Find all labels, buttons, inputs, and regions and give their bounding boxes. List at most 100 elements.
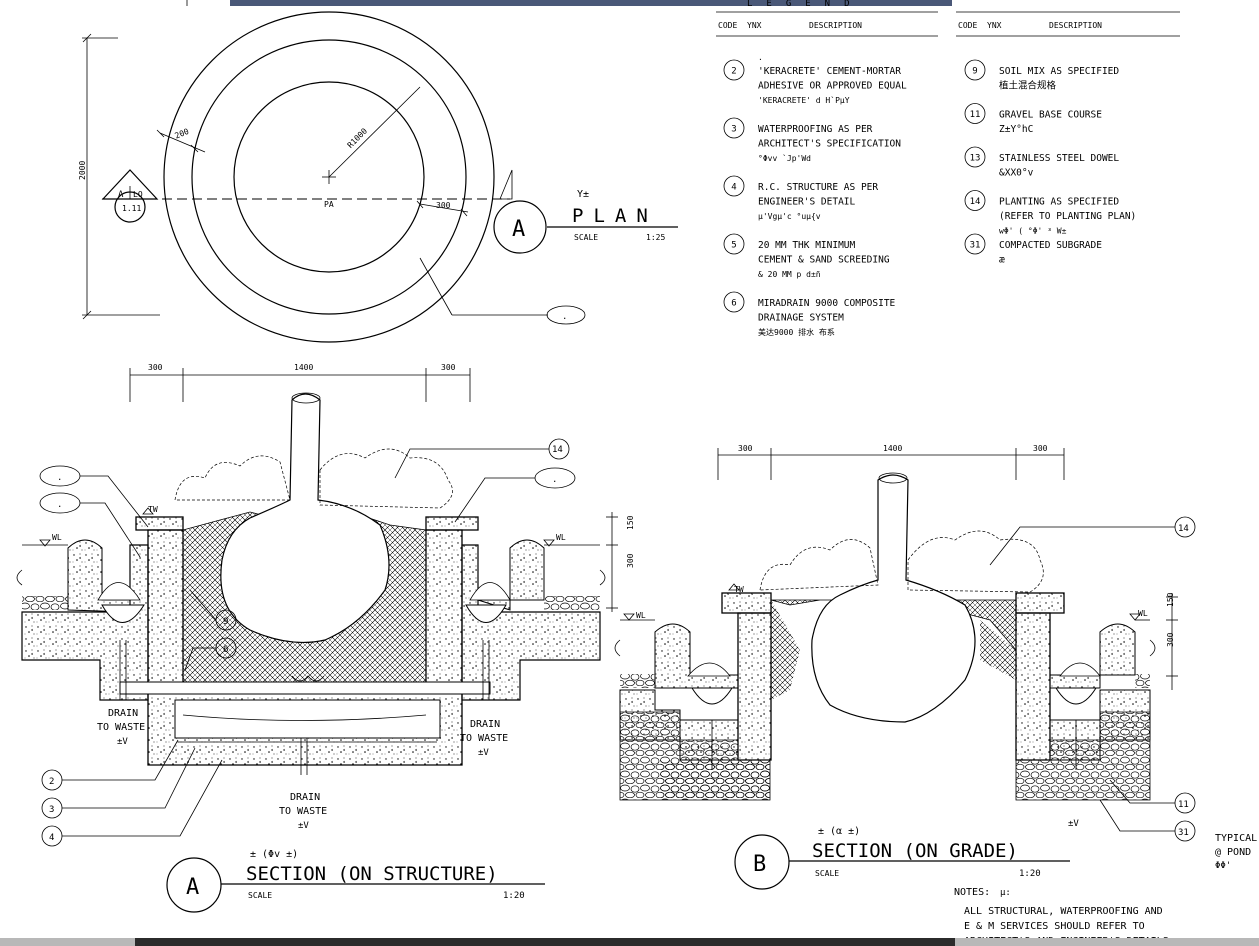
section-b-dim-300: 300 xyxy=(1166,632,1175,647)
legend-desc-line: ADHESIVE OR APPROVED EQUAL xyxy=(758,81,907,92)
legend-code-circle xyxy=(964,146,986,168)
legend-desc-line: °Φvv `Jp'Wd xyxy=(758,153,811,163)
svg-text:LEGEND: LEGEND xyxy=(747,0,864,9)
plan-tag: A xyxy=(512,217,525,242)
legend-code: 11 xyxy=(970,110,981,120)
plan-callout: . xyxy=(562,312,567,322)
legend-desc-line: DRAINAGE SYSTEM xyxy=(758,313,844,324)
section-a-scale-value: 1:20 xyxy=(503,891,525,901)
section-a-drain-left-1: DRAIN xyxy=(108,708,138,719)
plan-outer-circle xyxy=(163,11,495,343)
section-a-title: SECTION (ON STRUCTURE) xyxy=(246,863,498,885)
legend-col-desc: DESCRIPTION xyxy=(809,21,862,30)
section-a-callout-3: 3 xyxy=(49,805,54,815)
legend-desc-line: CEMENT & SAND SCREEDING xyxy=(758,255,890,266)
section-a-drain-right-1: DRAIN xyxy=(470,719,500,730)
legend-desc-line: GRAVEL BASE COURSE xyxy=(999,110,1102,121)
section-b-title-cn: ± (α ±) xyxy=(818,826,860,837)
legend-desc-line: 美达9000 排水 布系 xyxy=(758,327,835,337)
section-a-drain-mid-1: DRAIN xyxy=(290,792,320,803)
legend-desc-line: 20 MM THK MINIMUM xyxy=(758,240,856,251)
plan-center-label: PA xyxy=(324,200,334,209)
window-title-bar xyxy=(230,0,952,6)
section-a-callout-2: 2 xyxy=(49,777,54,787)
legend-desc-line: 'KERACRETE' d H`PµY xyxy=(758,95,850,105)
legend-col-code-2: CODE xyxy=(958,21,977,30)
section-b-bottom-mark: ±V xyxy=(1068,819,1079,829)
section-a-wl-right: WL xyxy=(556,533,566,542)
section-a-scale-label: SCALE xyxy=(248,891,272,900)
legend-col-desc-2: DESCRIPTION xyxy=(1049,21,1102,30)
legend-desc-line: (REFER TO PLANTING PLAN) xyxy=(999,211,1136,222)
legend-col-code: CODE xyxy=(718,21,737,30)
legend-desc-line: ENGINEER'S DETAIL xyxy=(758,197,856,208)
section-a-wl-left: WL xyxy=(52,533,62,542)
section-b: 300 1400 300 xyxy=(614,444,1196,890)
legend-code: 2 xyxy=(731,67,736,77)
legend-desc-line: &XX0°v xyxy=(999,168,1034,179)
section-a-callout-c: . xyxy=(552,475,557,485)
legend-desc-line: 植土混合规格 xyxy=(999,80,1057,92)
plan-tag-circle xyxy=(493,200,547,254)
legend-code-circle xyxy=(964,103,986,124)
legend-left-column: 2 'KERACRETE' CEMENT-MORTAR ADHESIVE OR AP… xyxy=(723,59,907,337)
section-a-callout-b: . xyxy=(57,500,62,510)
legend-desc-line: æ xyxy=(999,255,1005,266)
legend-desc-line: COMPACTED SUBGRADE xyxy=(999,240,1102,251)
section-a-drain-mid-2: TO WASTE xyxy=(279,806,327,817)
legend-desc-line: MIRADRAIN 9000 COMPOSITE xyxy=(758,298,896,309)
section-b-dim-mid: 1400 xyxy=(883,444,902,453)
section-b-tag: B xyxy=(753,852,766,877)
section-a-dim-right: 300 xyxy=(441,363,456,372)
section-a-dim-150: 150 xyxy=(626,515,635,530)
section-a-drain-right-2: TO WASTE xyxy=(460,733,508,744)
plan-inner-circle xyxy=(233,81,425,273)
plan-dim-ring: 200 xyxy=(173,127,190,141)
legend-code-circle xyxy=(964,190,986,211)
legend-code-circle xyxy=(964,233,986,255)
side-note-line-3: ΦΦ' xyxy=(1215,861,1231,871)
plan-dim-overall: 2000 xyxy=(78,161,87,180)
notes-line-1: ALL STRUCTURAL, WATERPROOFING AND xyxy=(964,906,1163,917)
section-b-callout-11: 11 xyxy=(1178,800,1189,810)
notes: NOTES: µ: ALL STRUCTURAL, WATERPROOFING … xyxy=(954,887,1169,946)
plan-dim-radius: R1000 xyxy=(346,126,370,150)
plan-title: PLAN xyxy=(572,205,658,227)
section-b-callout-31: 31 xyxy=(1178,828,1189,838)
legend-desc-line: R.C. STRUCTURE AS PER xyxy=(758,182,878,193)
plan-dim-300: 300 xyxy=(436,201,451,210)
section-a-drain-left-2: TO WASTE xyxy=(97,722,145,733)
section-b-dim-right: 300 xyxy=(1033,444,1048,453)
legend-desc-line: ARCHITECT'S SPECIFICATION xyxy=(758,139,901,150)
window-taskbar xyxy=(135,938,955,946)
notes-heading: NOTES: xyxy=(954,887,990,898)
legend-col-cn-2: YNX xyxy=(987,21,1002,30)
svg-text:.: . xyxy=(758,53,763,62)
section-a-callout-14: 14 xyxy=(552,445,563,455)
section-b-scale-value: 1:20 xyxy=(1019,869,1041,879)
legend-desc-line: 'KERACRETE' CEMENT-MORTAR xyxy=(758,66,901,77)
legend-code: 6 xyxy=(731,299,736,309)
legend-desc-line: STAINLESS STEEL DOWEL xyxy=(999,153,1119,164)
legend-code: 31 xyxy=(970,241,981,251)
section-b-tw: TW xyxy=(734,585,744,594)
plan-scale-label: SCALE xyxy=(574,233,598,242)
legend-desc-line: wΦ' ( °Φ' ³ W± xyxy=(999,227,1067,236)
legend-code: 14 xyxy=(970,197,981,207)
section-b-callout-14: 14 xyxy=(1178,524,1189,534)
notes-line-2: E & M SERVICES SHOULD REFER TO xyxy=(964,921,1145,932)
section-a-title-cn: ± (Φv ±) xyxy=(250,849,298,860)
section-a: 300 1400 300 xyxy=(16,363,635,913)
legend-desc-line: PLANTING AS SPECIFIED xyxy=(999,197,1119,208)
plan-marker-letter: A xyxy=(118,190,124,200)
section-a-callout-a: . xyxy=(57,473,62,483)
plan-marker-sheet: 1.11 xyxy=(122,204,141,213)
legend-code-circle xyxy=(723,233,745,255)
legend-col-cn: YNX xyxy=(747,21,762,30)
section-a-drain-mid-3: ±V xyxy=(298,821,309,831)
legend-code: 9 xyxy=(972,67,977,77)
section-a-tag: A xyxy=(186,875,199,900)
plan-marker-code: LO xyxy=(133,190,143,199)
